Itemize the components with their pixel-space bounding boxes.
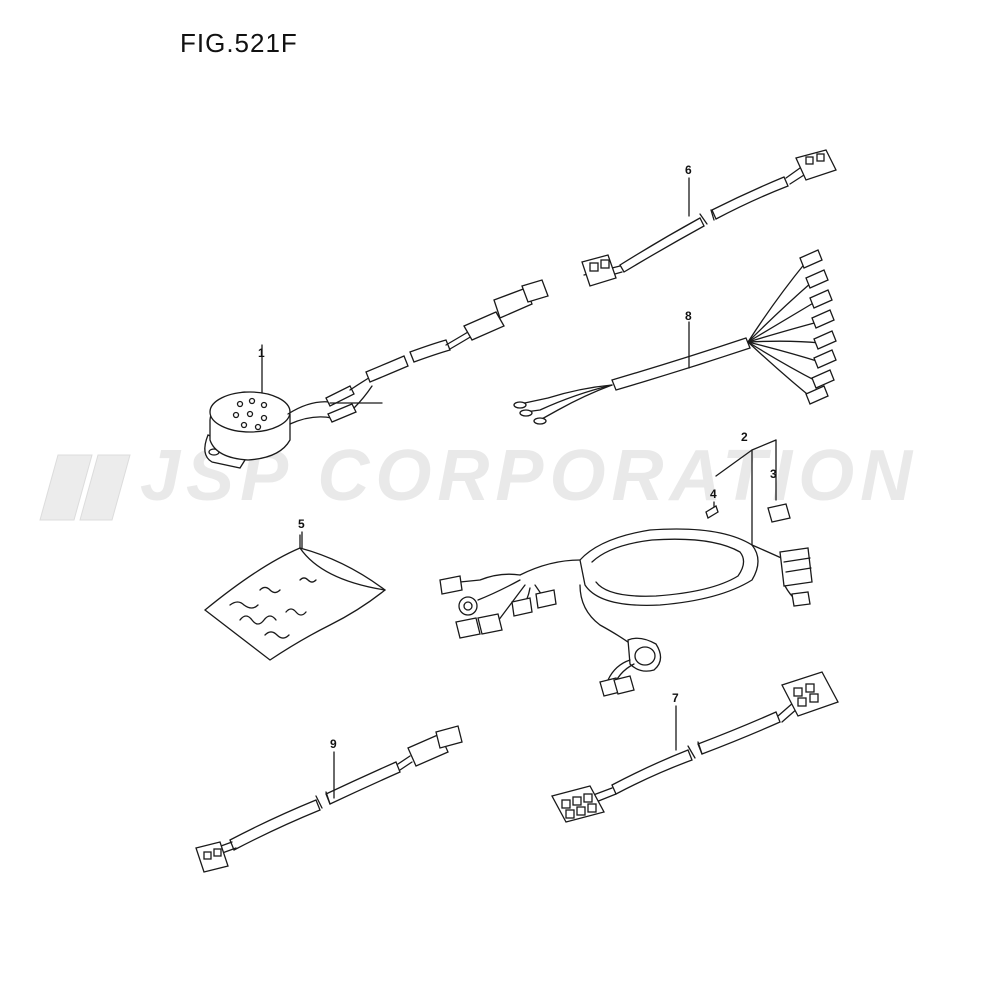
callout-1: 1 (258, 346, 265, 360)
callout-6: 6 (685, 163, 692, 177)
callout-7: 7 (672, 691, 679, 705)
part-5-parts-bag[interactable] (203, 534, 387, 661)
part-4-terminal[interactable] (705, 501, 719, 519)
part-9-harness[interactable] (195, 725, 463, 873)
part-8-harness[interactable] (513, 249, 837, 425)
callout-8: 8 (685, 309, 692, 323)
watermark: JSP CORPORATION (39, 436, 912, 521)
part-3-connector[interactable] (767, 439, 791, 523)
leader-lines (301, 177, 690, 799)
callout-5: 5 (298, 517, 305, 531)
leader-2-bracket (715, 439, 777, 477)
part-7-harness[interactable] (551, 671, 839, 823)
part-1-buzzer[interactable] (204, 279, 549, 469)
callout-3: 3 (770, 467, 777, 481)
callout-9: 9 (330, 737, 337, 751)
callout-2: 2 (741, 430, 748, 444)
figure-title: FIG.521F (180, 28, 298, 58)
part-6-harness[interactable] (581, 149, 837, 287)
callout-4: 4 (710, 487, 717, 501)
part-2-main-harness[interactable] (439, 449, 813, 697)
